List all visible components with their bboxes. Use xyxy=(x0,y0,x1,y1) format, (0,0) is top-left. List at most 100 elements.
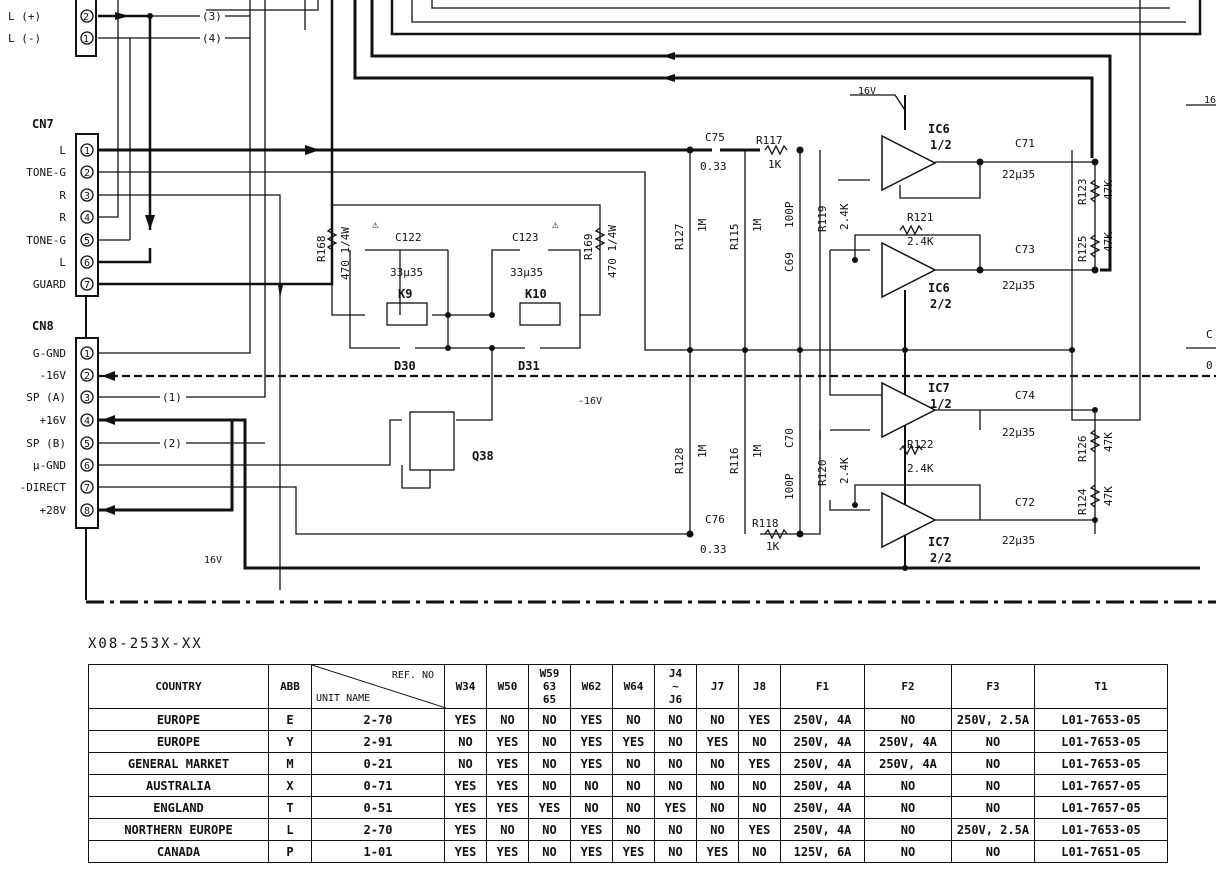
table-cell: L01-7657-05 xyxy=(1034,774,1168,797)
header-abb: ABB xyxy=(268,664,312,709)
part-value: 1M xyxy=(751,444,764,458)
part-ref: C75 xyxy=(705,131,725,144)
table-cell: NO xyxy=(486,818,529,841)
table-cell: 250V, 2.5A xyxy=(951,708,1035,731)
part-ref: R117 xyxy=(756,134,783,147)
part-ref: R127 xyxy=(673,224,686,251)
part-ref: R119 xyxy=(816,206,829,233)
part-ref: C76 xyxy=(705,513,725,526)
header-unit-name: UNIT NAME xyxy=(316,693,371,704)
part-value: 22µ35 xyxy=(1002,534,1035,547)
table-cell: L01-7653-05 xyxy=(1034,818,1168,841)
header-w59-line: 63 xyxy=(542,680,557,693)
part-ref: R121 xyxy=(907,211,934,224)
part-value: 2.4K xyxy=(838,457,851,484)
part-value: 100P xyxy=(783,201,796,228)
part-value: 47K xyxy=(1102,432,1115,452)
part-value: 22µ35 xyxy=(1002,168,1035,181)
header-ref-unit: REF. NO UNIT NAME xyxy=(311,664,446,709)
pin-number: 4 xyxy=(84,213,90,224)
table-cell: YES xyxy=(738,752,781,775)
table-cell: YES xyxy=(486,840,529,863)
table-cell: NO xyxy=(528,818,571,841)
table-cell: L01-7651-05 xyxy=(1034,840,1168,863)
ic-ref: IC7 xyxy=(928,535,950,549)
table-cell: NO xyxy=(696,774,739,797)
table-cell: 0-21 xyxy=(311,752,445,775)
table-cell: 250V, 4A xyxy=(780,752,865,775)
table-cell: YES xyxy=(486,774,529,797)
pin-number: 3 xyxy=(84,191,90,202)
ic-ref: IC7 xyxy=(928,381,950,395)
pin-number: 1 xyxy=(84,146,90,157)
part-ref: C69 xyxy=(783,252,796,272)
table-cell: 250V, 2.5A xyxy=(951,818,1035,841)
table-cell: YES xyxy=(654,796,697,819)
header-w50: W50 xyxy=(486,664,529,709)
part-value: 47K xyxy=(1102,486,1115,506)
table-cell: 125V, 6A xyxy=(780,840,865,863)
part-ref: C73 xyxy=(1015,243,1035,256)
table-cell: P xyxy=(268,840,312,863)
header-f3: F3 xyxy=(951,664,1035,709)
ic-ref: IC6 xyxy=(928,281,950,295)
pin-number: 1 xyxy=(83,34,89,45)
part-value: 33µ35 xyxy=(390,266,423,279)
table-cell: NO xyxy=(612,708,655,731)
pin-label: R xyxy=(59,211,66,224)
schematic-diagram: L (+) L (-) 2 1 (3) (4) CN7 L TONE-G R R… xyxy=(8,0,1216,604)
table-cell: NO xyxy=(864,818,952,841)
part-ref: C71 xyxy=(1015,137,1035,150)
table-cell: NO xyxy=(654,752,697,775)
table-cell: NO xyxy=(951,840,1035,863)
part-ref: R115 xyxy=(728,224,741,251)
table-cell: NO xyxy=(528,730,571,753)
table-cell: NO xyxy=(738,730,781,753)
table-cell: T xyxy=(268,796,312,819)
table-cell: L01-7653-05 xyxy=(1034,730,1168,753)
part-value: 0.33 xyxy=(700,160,727,173)
table-cell: Y xyxy=(268,730,312,753)
part-ref: C72 xyxy=(1015,496,1035,509)
table-cell: YES xyxy=(486,752,529,775)
table-cell: NO xyxy=(444,752,487,775)
header-j4: J4 ~ J6 xyxy=(654,664,697,709)
table-cell: NO xyxy=(654,708,697,731)
wire-label: (3) xyxy=(202,10,222,23)
wire-label: (4) xyxy=(202,32,222,45)
table-cell: 2-70 xyxy=(311,708,445,731)
part-value: 22µ35 xyxy=(1002,426,1035,439)
pin-label: TONE-G xyxy=(26,166,66,179)
part-value: 47K xyxy=(1102,232,1115,252)
table-cell: YES xyxy=(696,840,739,863)
ic-unit: 2/2 xyxy=(930,551,952,565)
table-cell: AUSTRALIA xyxy=(88,774,269,797)
edge-label: 16 xyxy=(1204,95,1216,106)
part-value: 1K xyxy=(768,158,782,171)
pin-number: 2 xyxy=(83,12,89,23)
part-ref: R125 xyxy=(1076,236,1089,263)
header-w59-line: W59 xyxy=(539,667,560,680)
table-cell: NO xyxy=(738,840,781,863)
table-cell: NO xyxy=(696,796,739,819)
part-ref: D31 xyxy=(518,359,540,373)
header-j4-line: J4 xyxy=(668,667,683,680)
pin-label: L (+) xyxy=(8,10,41,23)
table-cell: X xyxy=(268,774,312,797)
table-cell: 2-70 xyxy=(311,818,445,841)
part-value: 47K xyxy=(1102,180,1115,200)
edge-label: C xyxy=(1206,328,1213,341)
table-cell: NO xyxy=(738,774,781,797)
part-value: 1M xyxy=(696,218,709,232)
pin-label: +16V xyxy=(40,414,67,427)
pin-number: 2 xyxy=(84,371,90,382)
table-cell: EUROPE xyxy=(88,730,269,753)
part-value: 1K xyxy=(766,540,780,553)
edge-label: 0 xyxy=(1206,359,1213,372)
table-cell: YES xyxy=(444,774,487,797)
pin-label: -16V xyxy=(40,369,67,382)
